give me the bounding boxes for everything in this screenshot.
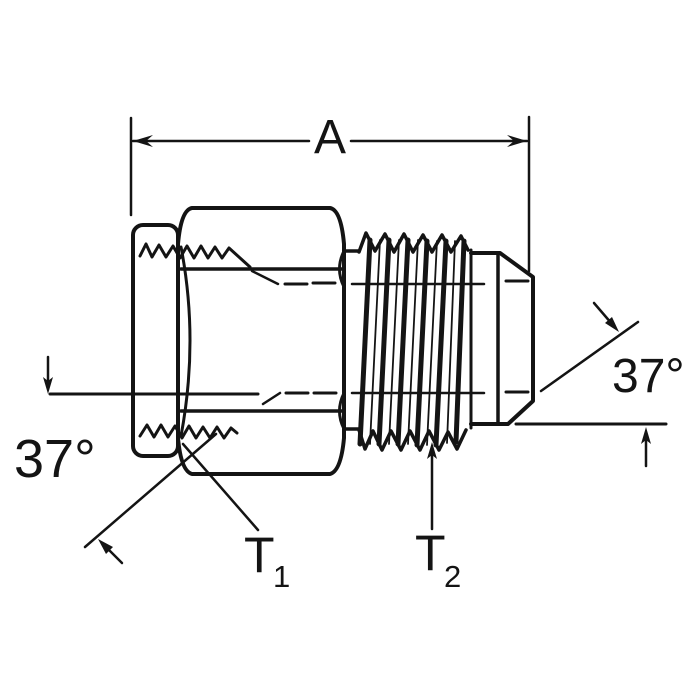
labels: A 37° 37° T 1 T 2 [14,111,685,594]
thread-crest-bottom [357,428,468,452]
angle-arrowhead [98,539,113,554]
arrowhead-right [507,135,527,147]
thread-neck [343,249,361,431]
t2-subscript: 2 [444,559,461,594]
flare-cone-lead-bottom [261,391,282,406]
thread-crest-top [357,231,470,254]
flare-nose-outline [469,251,535,426]
nut-end-cap [131,223,180,458]
dimension-a-label: A [314,111,346,164]
t2-arrowhead [427,442,437,459]
thread-helix-lines [357,237,467,448]
t1-leader-line [181,442,260,532]
angle-left-label: 37° [14,429,96,489]
internal-thread-zigzag-top [138,242,252,269]
t1-subscript: 1 [273,559,290,594]
arrowhead-left [133,135,153,147]
nose-angle-line [539,320,640,393]
thread-callout-leaders [181,442,437,532]
hex-corner-arc-left [179,245,192,438]
up-arrowhead [641,427,651,444]
flare-seat-angle-line [83,432,218,549]
hex-corner-arc-right-top [338,249,346,289]
angle-arrowhead-right [605,317,619,332]
t2-label: T [415,525,446,581]
hex-corner-arc-right-bottom [338,391,346,431]
angle-callout-right [514,301,668,468]
fitting-body [48,206,535,476]
dimension-a [129,115,531,273]
t1-label: T [244,527,275,583]
down-arrowhead [43,377,53,394]
internal-thread-zigzag-bottom [138,423,239,440]
angle-right-label: 37° [612,350,685,403]
angle-callout-left [43,355,218,565]
flare-cone-lead-top [250,269,280,286]
bore-dashes-top [283,281,337,286]
hex-nut-outline [176,206,346,476]
